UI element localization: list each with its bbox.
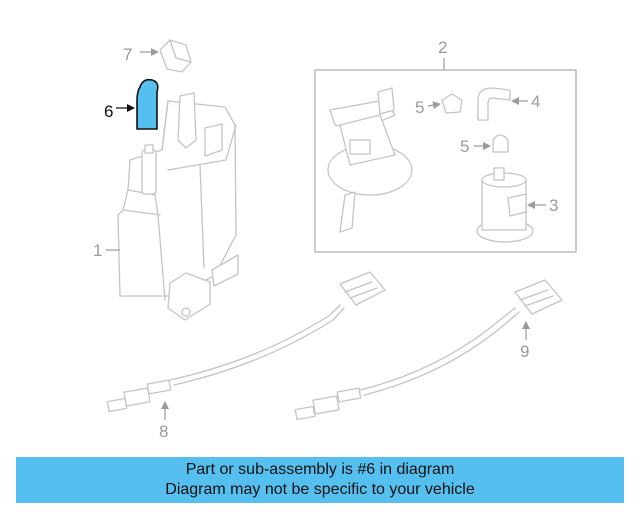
solenoid-part-3 [476,167,534,243]
callout-6: 6 [104,102,113,121]
group-box-2 [314,69,577,253]
clip-part-5b [492,134,509,153]
callout-2: 2 [438,38,447,57]
purge-valve [327,87,413,233]
callout-4: 4 [531,92,540,111]
callout-8: 8 [159,422,168,441]
callout-7: 7 [123,45,132,64]
banner-line-1: Part or sub-assembly is #6 in diagram [185,461,455,478]
oxygen-sensor-part-8 [106,271,386,413]
callout-1: 1 [93,241,102,260]
callout-5b: 5 [460,137,469,156]
parts-diagram: 1 7 6 2 4 5 5 3 [93,38,577,441]
callout-9: 9 [520,342,529,361]
oxygen-sensor-part-9 [294,279,563,421]
elbow-hose-part-4 [477,87,511,121]
banner-line-2: Diagram may not be specific to your vehi… [165,481,475,498]
callout-5a: 5 [415,98,424,117]
leader-5a [427,101,441,110]
callout-3: 3 [549,196,558,215]
charcoal-canister-part-1 [117,92,239,321]
clip-part-5a [441,93,463,114]
clip-part-7 [159,39,192,73]
hose-part-6 [136,78,159,130]
info-banner: Part or sub-assembly is #6 in diagram Di… [16,457,624,503]
